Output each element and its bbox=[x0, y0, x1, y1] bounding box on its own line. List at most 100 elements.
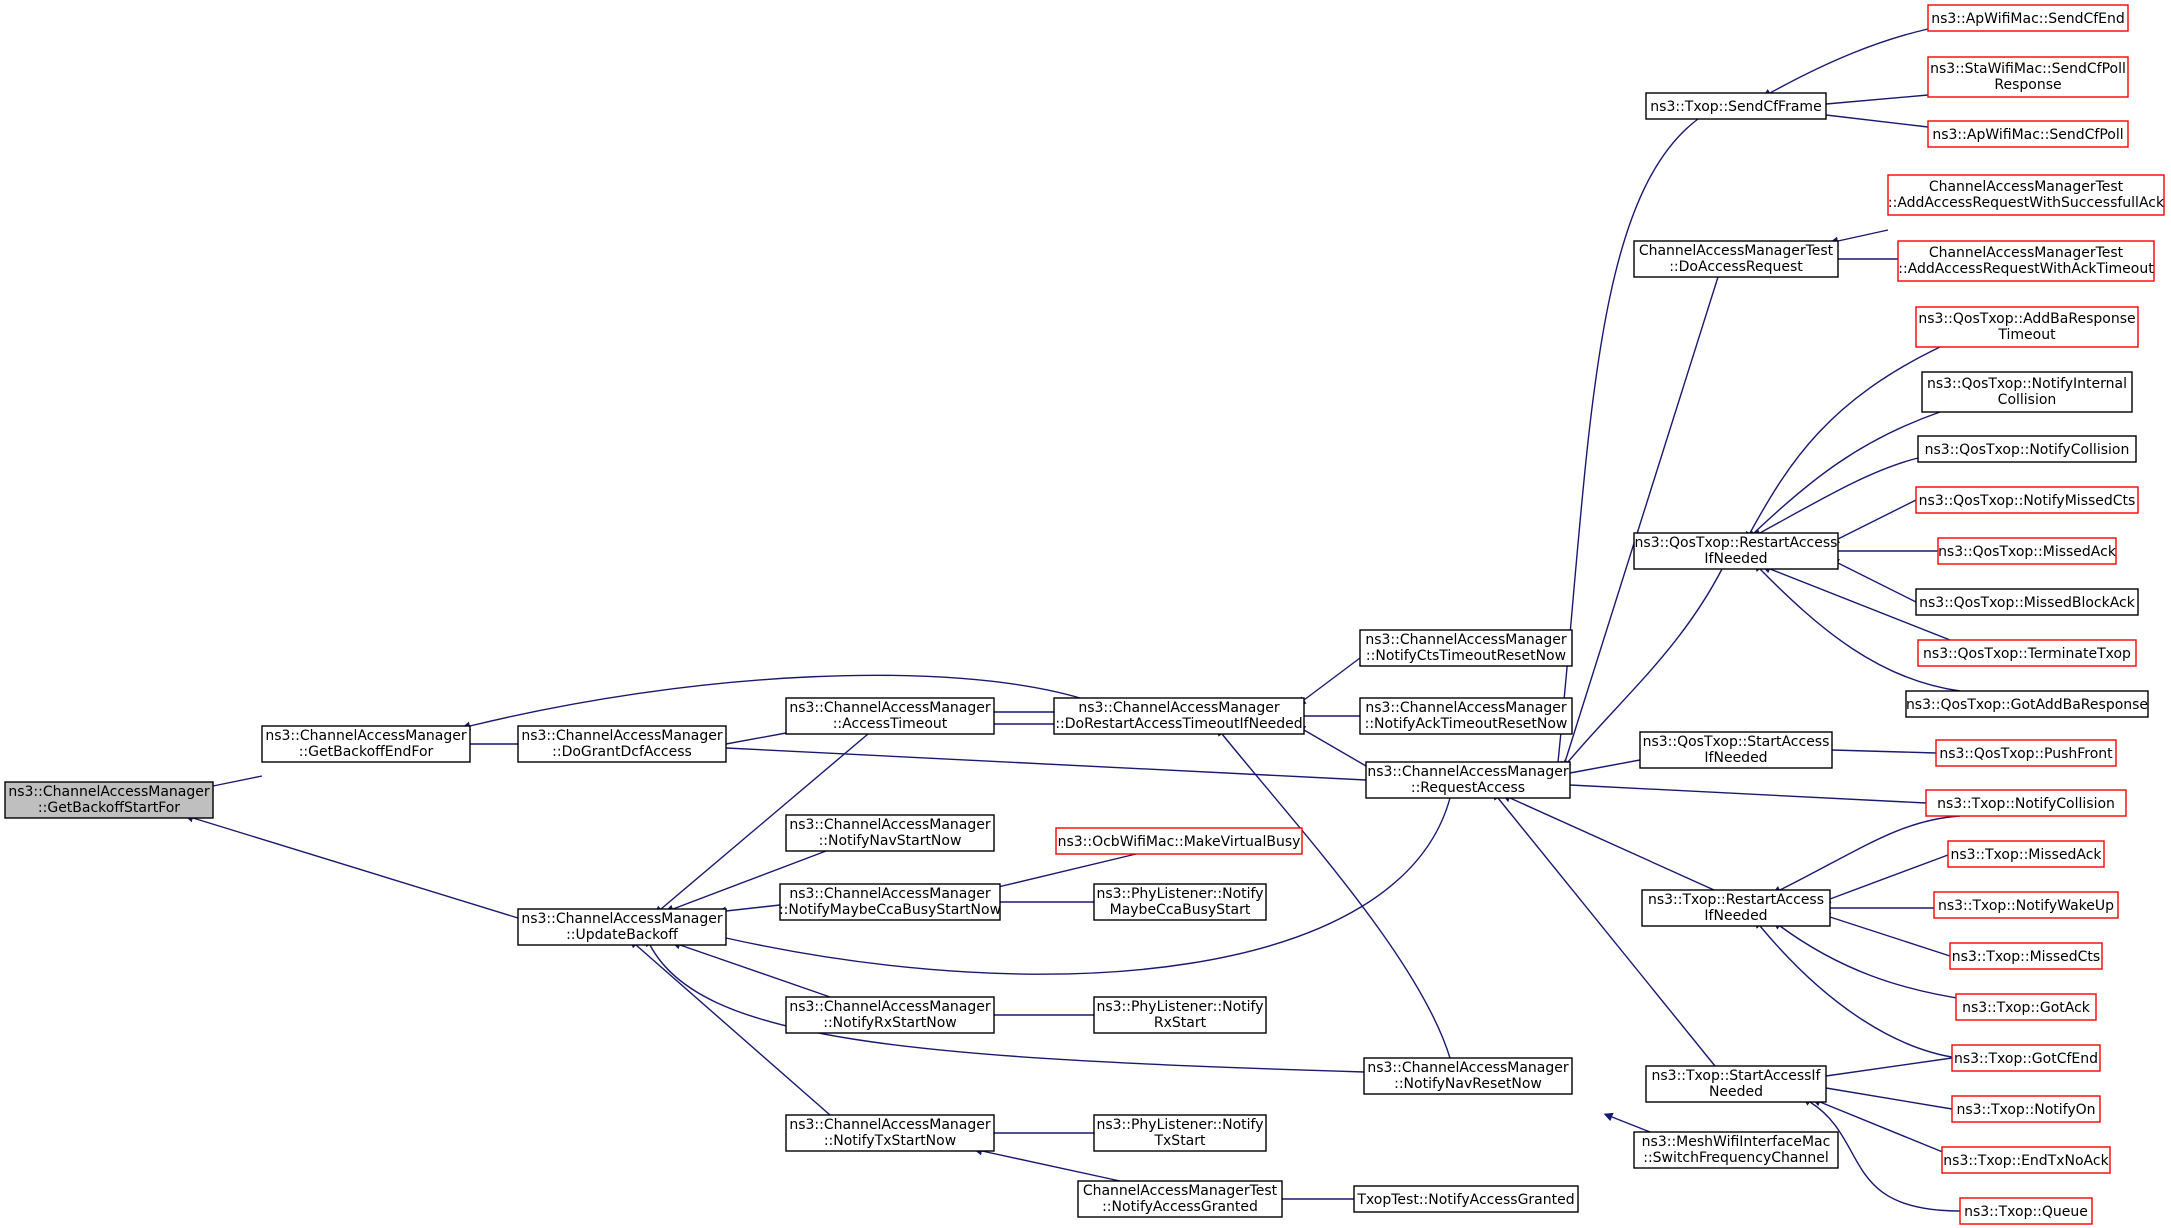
node-label-line: ns3::Txop::Queue bbox=[1964, 1204, 2088, 1220]
node-label-line: IfNeeded bbox=[1704, 750, 1767, 766]
node-label-line: ns3::ChannelAccessManager bbox=[265, 728, 467, 744]
node-label-line: ns3::ChannelAccessManager bbox=[1365, 700, 1567, 716]
node-notify-nav-start-now[interactable]: ns3::ChannelAccessManager::NotifyNavStar… bbox=[785, 814, 995, 852]
node-label-line: IfNeeded bbox=[1704, 908, 1767, 924]
node-txop-end-tx-no-ack[interactable]: ns3::Txop::EndTxNoAck bbox=[1941, 1146, 2111, 1174]
node-label-line: ns3::Txop::GotCfEnd bbox=[1954, 1051, 2098, 1067]
call-edge bbox=[717, 732, 787, 749]
node-phy-listener-notify-tx-start[interactable]: ns3::PhyListener::NotifyTxStart bbox=[1093, 1114, 1267, 1152]
node-label-line: ns3::ChannelAccessManager bbox=[1367, 1060, 1569, 1076]
node-label-line: ::NotifyMaybeCcaBusyStartNow bbox=[779, 902, 1001, 918]
node-label-line: Timeout bbox=[1997, 327, 2056, 343]
node-notify-tx-start-now[interactable]: ns3::ChannelAccessManager::NotifyTxStart… bbox=[785, 1114, 995, 1152]
node-do-restart-access-timeout-if-needed[interactable]: ns3::ChannelAccessManager::DoRestartAcce… bbox=[1053, 697, 1305, 735]
node-label-line: ns3::StaWifiMac::SendCfPoll bbox=[1930, 61, 2126, 77]
node-label-line: ns3::QosTxop::NotifyMissedCts bbox=[1919, 493, 2136, 509]
call-edge bbox=[1561, 780, 1927, 804]
call-edge bbox=[1553, 118, 1699, 771]
call-edge bbox=[1817, 1057, 1953, 1081]
call-edge bbox=[1762, 28, 1929, 98]
node-label-line: RxStart bbox=[1154, 1015, 1207, 1031]
node-add-access-request-with-successfull-ack[interactable]: ChannelAccessManagerTest::AddAccessReque… bbox=[1887, 174, 2165, 216]
node-txop-test-notify-access-granted[interactable]: TxopTest::NotifyAccessGranted bbox=[1353, 1185, 1579, 1213]
node-qos-got-add-ba-response[interactable]: ns3::QosTxop::GotAddBaResponse bbox=[1905, 690, 2149, 718]
node-label-line: ::NotifyCtsTimeoutResetNow bbox=[1366, 648, 1566, 664]
node-ap-send-cf-end[interactable]: ns3::ApWifiMac::SendCfEnd bbox=[1927, 4, 2129, 32]
node-label-line: ChannelAccessManagerTest bbox=[1639, 243, 1834, 259]
node-test-notify-access-granted[interactable]: ChannelAccessManagerTest::NotifyAccessGr… bbox=[1077, 1180, 1283, 1218]
node-update-backoff[interactable]: ns3::ChannelAccessManager::UpdateBackoff bbox=[517, 908, 727, 946]
node-label-line: ::DoGrantDcfAccess bbox=[552, 744, 692, 760]
node-label-line: ns3::QosTxop::MissedBlockAck bbox=[1919, 595, 2136, 611]
node-request-access[interactable]: ns3::ChannelAccessManager::RequestAccess bbox=[1365, 761, 1571, 799]
node-txop-queue[interactable]: ns3::Txop::Queue bbox=[1959, 1197, 2093, 1225]
call-edge bbox=[1753, 562, 1961, 692]
node-label-line: ns3::ChannelAccessManager bbox=[789, 700, 991, 716]
call-edge bbox=[1823, 745, 1937, 755]
node-txop-missed-cts[interactable]: ns3::Txop::MissedCts bbox=[1949, 942, 2103, 970]
node-qos-missed-block-ack[interactable]: ns3::QosTxop::MissedBlockAck bbox=[1915, 588, 2139, 616]
node-do-grant-dcf-access[interactable]: ns3::ChannelAccessManager::DoGrantDcfAcc… bbox=[517, 725, 727, 763]
node-get-backoff-end-for[interactable]: ns3::ChannelAccessManager::GetBackoffEnd… bbox=[261, 725, 471, 763]
node-label-line: ::RequestAccess bbox=[1411, 780, 1525, 796]
call-edge bbox=[1761, 564, 1951, 641]
node-txop-notify-wake-up[interactable]: ns3::Txop::NotifyWakeUp bbox=[1933, 891, 2119, 919]
node-phy-listener-notify-maybe-cca-busy-start[interactable]: ns3::PhyListener::NotifyMaybeCcaBusyStar… bbox=[1093, 883, 1267, 921]
node-ap-send-cf-poll[interactable]: ns3::ApWifiMac::SendCfPoll bbox=[1927, 120, 2129, 148]
node-qos-terminate-txop[interactable]: ns3::QosTxop::TerminateTxop bbox=[1917, 639, 2137, 667]
node-qos-notify-missed-cts[interactable]: ns3::QosTxop::NotifyMissedCts bbox=[1915, 486, 2139, 514]
node-label-line: ::UpdateBackoff bbox=[566, 927, 678, 943]
node-access-timeout[interactable]: ns3::ChannelAccessManager::AccessTimeout bbox=[785, 697, 995, 735]
node-txop-send-cf-frame[interactable]: ns3::Txop::SendCfFrame bbox=[1645, 92, 1827, 120]
node-label-line: ns3::ApWifiMac::SendCfEnd bbox=[1931, 11, 2125, 27]
node-label-line: ::DoAccessRequest bbox=[1669, 259, 1803, 275]
call-edge bbox=[1829, 229, 1889, 246]
node-get-backoff-start-for[interactable]: ns3::ChannelAccessManager::GetBackoffSta… bbox=[4, 781, 214, 819]
node-notify-cts-timeout-reset-now[interactable]: ns3::ChannelAccessManager::NotifyCtsTime… bbox=[1359, 629, 1573, 667]
node-label-line: ns3::ChannelAccessManager bbox=[1365, 632, 1567, 648]
node-notify-nav-reset-now[interactable]: ns3::ChannelAccessManager::NotifyNavRese… bbox=[1363, 1057, 1573, 1095]
node-txop-got-cf-end[interactable]: ns3::Txop::GotCfEnd bbox=[1951, 1044, 2101, 1072]
node-label-line: ns3::QosTxop::RestartAccess bbox=[1635, 535, 1838, 551]
node-notify-ack-timeout-reset-now[interactable]: ns3::ChannelAccessManager::NotifyAckTime… bbox=[1359, 697, 1573, 735]
node-label-line: ns3::QosTxop::AddBaResponse bbox=[1918, 311, 2135, 327]
node-label-line: ChannelAccessManagerTest bbox=[1929, 179, 2124, 195]
call-edge bbox=[1561, 759, 1641, 778]
node-label-line: ChannelAccessManagerTest bbox=[1929, 245, 2124, 261]
node-label-line: ns3::PhyListener::Notify bbox=[1096, 999, 1263, 1015]
node-add-access-request-with-ack-timeout[interactable]: ChannelAccessManagerTest::AddAccessReque… bbox=[1897, 240, 2155, 282]
call-edge bbox=[1603, 1112, 1651, 1133]
node-txop-got-ack[interactable]: ns3::Txop::GotAck bbox=[1955, 993, 2097, 1021]
node-label-line: ns3::Txop::MissedAck bbox=[1951, 847, 2103, 863]
node-test-do-access-request[interactable]: ChannelAccessManagerTest::DoAccessReques… bbox=[1633, 240, 1839, 278]
node-notify-rx-start-now[interactable]: ns3::ChannelAccessManager::NotifyRxStart… bbox=[785, 996, 995, 1034]
call-edge bbox=[1560, 276, 1719, 771]
node-phy-listener-notify-rx-start[interactable]: ns3::PhyListener::NotifyRxStart bbox=[1093, 996, 1267, 1034]
node-label-line: ns3::Txop::EndTxNoAck bbox=[1943, 1153, 2109, 1169]
node-label-line: ::NotifyRxStartNow bbox=[823, 1015, 957, 1031]
node-txop-missed-ack[interactable]: ns3::Txop::MissedAck bbox=[1947, 840, 2105, 868]
node-txop-notify-on[interactable]: ns3::Txop::NotifyOn bbox=[1951, 1095, 2101, 1123]
node-label-line: ::AddAccessRequestWithAckTimeout bbox=[1898, 261, 2154, 277]
node-qos-notify-collision[interactable]: ns3::QosTxop::NotifyCollision bbox=[1917, 435, 2137, 463]
node-label-line: ns3::ChannelAccessManager bbox=[521, 728, 723, 744]
node-label-line: ::DoRestartAccessTimeoutIfNeeded bbox=[1055, 716, 1302, 732]
node-label-line: ns3::Txop::StartAccessIf bbox=[1652, 1068, 1822, 1084]
node-switch-frequency-channel[interactable]: ns3::MeshWifiInterfaceMac::SwitchFrequen… bbox=[1633, 1131, 1839, 1169]
node-label-line: ns3::ChannelAccessManager bbox=[8, 784, 210, 800]
call-edge bbox=[973, 1146, 1121, 1182]
call-edge bbox=[1817, 94, 1929, 109]
node-notify-maybe-cca-busy-start-now[interactable]: ns3::ChannelAccessManager::NotifyMaybeCc… bbox=[779, 883, 1001, 921]
node-txop-notify-collision[interactable]: ns3::Txop::NotifyCollision bbox=[1925, 789, 2127, 817]
node-qos-missed-ack[interactable]: ns3::QosTxop::MissedAck bbox=[1937, 537, 2117, 565]
node-make-virtual-busy[interactable]: ns3::OcbWifiMac::MakeVirtualBusy bbox=[1055, 827, 1303, 855]
node-qos-push-front[interactable]: ns3::QosTxop::PushFront bbox=[1935, 739, 2117, 767]
node-label-line: ::NotifyAccessGranted bbox=[1102, 1199, 1258, 1215]
